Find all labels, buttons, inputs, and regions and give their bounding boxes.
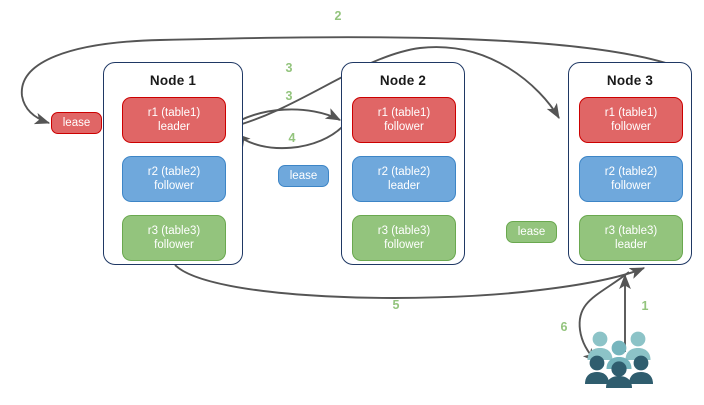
replica-line1: r2 (table2) — [377, 166, 431, 178]
edge-arrow-3b — [228, 108, 342, 128]
replica-node2-r2[interactable]: r2 (table2) leader — [352, 156, 456, 202]
edge-label-5: 5 — [392, 298, 400, 312]
replica-line2: leader — [388, 180, 420, 192]
replica-line1: r3 (table3) — [604, 225, 658, 237]
node-panel-node-2[interactable]: Node 2 r1 (table1) follower r2 (table2) … — [341, 62, 465, 265]
replica-line2: follower — [154, 239, 194, 251]
lease-badge-red[interactable]: lease — [51, 112, 102, 134]
edge-label-2: 2 — [334, 9, 342, 23]
lease-badge-blue[interactable]: lease — [278, 165, 329, 187]
users-icon — [585, 331, 653, 388]
replica-node3-r2[interactable]: r2 (table2) follower — [579, 156, 683, 202]
replica-line1: r2 (table2) — [147, 166, 201, 178]
edge-label-6: 6 — [560, 320, 568, 334]
replica-node2-r3[interactable]: r3 (table3) follower — [352, 215, 456, 261]
replica-line1: r1 (table1) — [604, 107, 658, 119]
replica-node1-r2[interactable]: r2 (table2) follower — [122, 156, 226, 202]
replica-line2: follower — [611, 121, 651, 133]
replica-line2: follower — [154, 180, 194, 192]
replica-line2: leader — [615, 239, 647, 251]
replica-node3-r3[interactable]: r3 (table3) leader — [579, 215, 683, 261]
node-title: Node 2 — [379, 73, 427, 88]
edge-label-4: 4 — [288, 131, 296, 145]
replica-line2: leader — [158, 121, 190, 133]
replica-node1-r3[interactable]: r3 (table3) follower — [122, 215, 226, 261]
replica-node2-r1[interactable]: r1 (table1) follower — [352, 97, 456, 143]
lease-badge-green[interactable]: lease — [506, 221, 557, 243]
replica-node3-r1[interactable]: r1 (table1) follower — [579, 97, 683, 143]
node-panel-node-3[interactable]: Node 3 r1 (table1) follower r2 (table2) … — [568, 62, 692, 265]
edge-label-1: 1 — [641, 299, 649, 313]
replica-line2: follower — [611, 180, 651, 192]
node-title: Node 3 — [606, 73, 654, 88]
replica-line1: r2 (table2) — [604, 166, 658, 178]
node-title: Node 1 — [149, 73, 197, 88]
edge-label-3a: 3 — [285, 61, 293, 75]
replica-node1-r1[interactable]: r1 (table1) leader — [122, 97, 226, 143]
replica-line1: r3 (table3) — [147, 225, 201, 237]
replica-line1: r1 (table1) — [377, 107, 431, 119]
replica-line1: r3 (table3) — [377, 225, 431, 237]
replica-line1: r1 (table1) — [147, 107, 201, 119]
replica-line2: follower — [384, 239, 424, 251]
node-panel-node-1[interactable]: Node 1 r1 (table1) leader r2 (table2) fo… — [103, 62, 243, 265]
replica-line2: follower — [384, 121, 424, 133]
edge-label-3b: 3 — [285, 89, 293, 103]
edge-arrow-5 — [174, 264, 646, 299]
